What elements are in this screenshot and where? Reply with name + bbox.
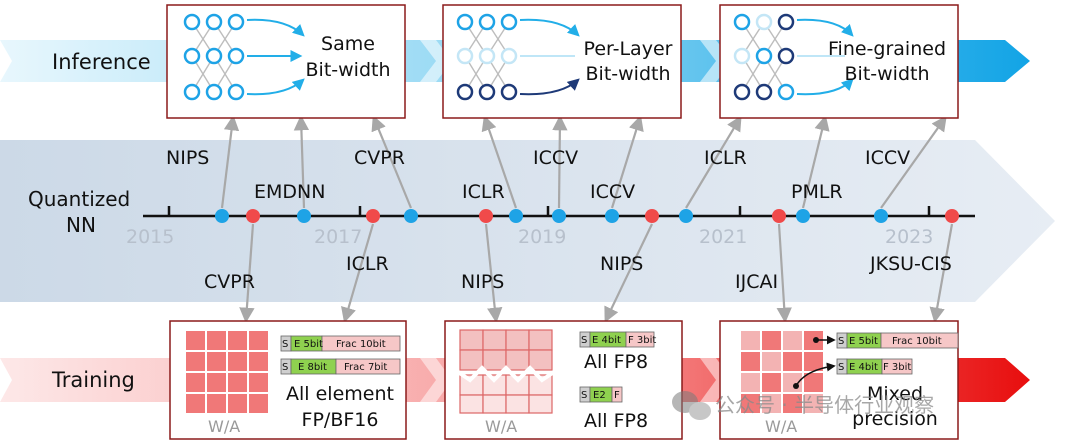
format-frac: Frac 10bit (336, 339, 386, 350)
timeline-dot-blue (404, 209, 418, 223)
timeline-dot-red (479, 209, 493, 223)
connector-lines (220, 114, 954, 324)
venue-label: ICCV (865, 147, 910, 169)
inference-label: Inference (52, 50, 151, 74)
timeline-title-line2: NN (66, 213, 96, 237)
training-card-text: All FP8 (584, 410, 648, 432)
training-card-mixed (719, 320, 959, 440)
inference-card-title: Bit-width (845, 63, 930, 85)
venues-below: CVPR ICLR NIPS NIPS IJCAI JKSU-CIS (204, 253, 952, 293)
format-sign: S (282, 339, 288, 350)
zigzag-break (456, 365, 556, 383)
watermark-text: 公众号 · 半导体行业观察 (715, 393, 934, 417)
venues-above: NIPS EMDNN CVPR ICLR ICCV ICCV ICLR PMLR… (166, 147, 910, 203)
venue-label: EMDNN (254, 181, 325, 203)
inference-card-title: Per-Layer (584, 38, 673, 60)
timeline-dot-blue (509, 209, 523, 223)
inference-card-fine-grained (719, 4, 959, 119)
format-exp: E 8bit (298, 362, 327, 373)
training-card-text: Mixed (867, 383, 923, 405)
venue-label: NIPS (166, 147, 209, 169)
format-frac: F 3bit (628, 335, 656, 346)
inference-card-title: Bit-width (306, 59, 391, 81)
format-sign: S (581, 390, 587, 401)
format-sign: S (581, 335, 587, 346)
timeline-dot-blue (796, 209, 810, 223)
timeline-dot-red (645, 209, 659, 223)
venue-label: ICCV (533, 147, 578, 169)
training-label: Training (51, 368, 135, 392)
venue-label: IJCAI (735, 271, 778, 293)
format-exp: E 5bit (849, 336, 878, 347)
training-card-text: FP/BF16 (302, 409, 379, 431)
format-frac: Frac 7bit (344, 362, 387, 373)
year-label: 2015 (126, 226, 174, 248)
timeline-dot-blue (874, 209, 888, 223)
timeline-band (0, 140, 1055, 302)
training-card-text: precision (852, 408, 938, 430)
format-frac: F (614, 390, 620, 401)
timeline-dot-red (246, 209, 260, 223)
format-exp: E 4bit (592, 335, 621, 346)
format-sign: S (282, 362, 288, 373)
year-label: 2019 (518, 226, 566, 248)
format-exp: E 5bit (294, 339, 323, 350)
venue-label: ICLR (346, 253, 389, 275)
inference-card-same (166, 4, 406, 119)
wechat-icon (672, 391, 711, 420)
timeline-dot-blue (215, 209, 229, 223)
format-sign: S (838, 362, 844, 373)
venue-label: CVPR (354, 147, 405, 169)
venue-label: CVPR (204, 271, 255, 293)
timeline-dot-blue (297, 209, 311, 223)
training-card-fp16 (169, 320, 407, 440)
timeline-ticks (167, 206, 931, 216)
timeline-dot-red (772, 209, 786, 223)
year-label: 2017 (314, 226, 362, 248)
venue-label: PMLR (791, 181, 843, 203)
timeline-dot-blue (605, 209, 619, 223)
timeline-dot-blue (679, 209, 693, 223)
venue-label: NIPS (461, 271, 504, 293)
year-label: 2023 (885, 226, 933, 248)
venue-label: ICLR (462, 181, 505, 203)
venue-label: ICLR (704, 147, 747, 169)
venue-label: NIPS (600, 253, 643, 275)
venue-label: JKSU-CIS (869, 253, 952, 275)
timeline-dot-blue (552, 209, 566, 223)
venue-label: ICCV (590, 181, 635, 203)
inference-card-per-layer (442, 4, 682, 119)
format-exp: E2 (593, 390, 606, 401)
wa-caption: W/A (765, 417, 797, 436)
timeline-dots (215, 209, 959, 223)
format-frac: F 3bit (883, 362, 911, 373)
training-card-text: All element (286, 383, 394, 405)
format-sign: S (838, 336, 844, 347)
wa-caption: W/A (485, 417, 517, 436)
year-labels: 2015 2017 2019 2021 2023 (126, 226, 933, 248)
timeline-dot-red (945, 209, 959, 223)
year-label: 2021 (699, 226, 747, 248)
format-exp: E 4bit (849, 362, 878, 373)
timeline-dot-red (366, 209, 380, 223)
inference-card-title: Bit-width (586, 63, 671, 85)
timeline-title-line1: Quantized (28, 187, 130, 211)
training-card-text: All FP8 (584, 351, 648, 373)
format-frac: Frac 10bit (892, 336, 942, 347)
inference-card-title: Fine-grained (828, 38, 946, 60)
matrix-grid (184, 329, 270, 415)
training-card-fp8 (444, 320, 683, 440)
wa-caption: W/A (208, 417, 240, 436)
inference-card-title: Same (321, 33, 375, 55)
